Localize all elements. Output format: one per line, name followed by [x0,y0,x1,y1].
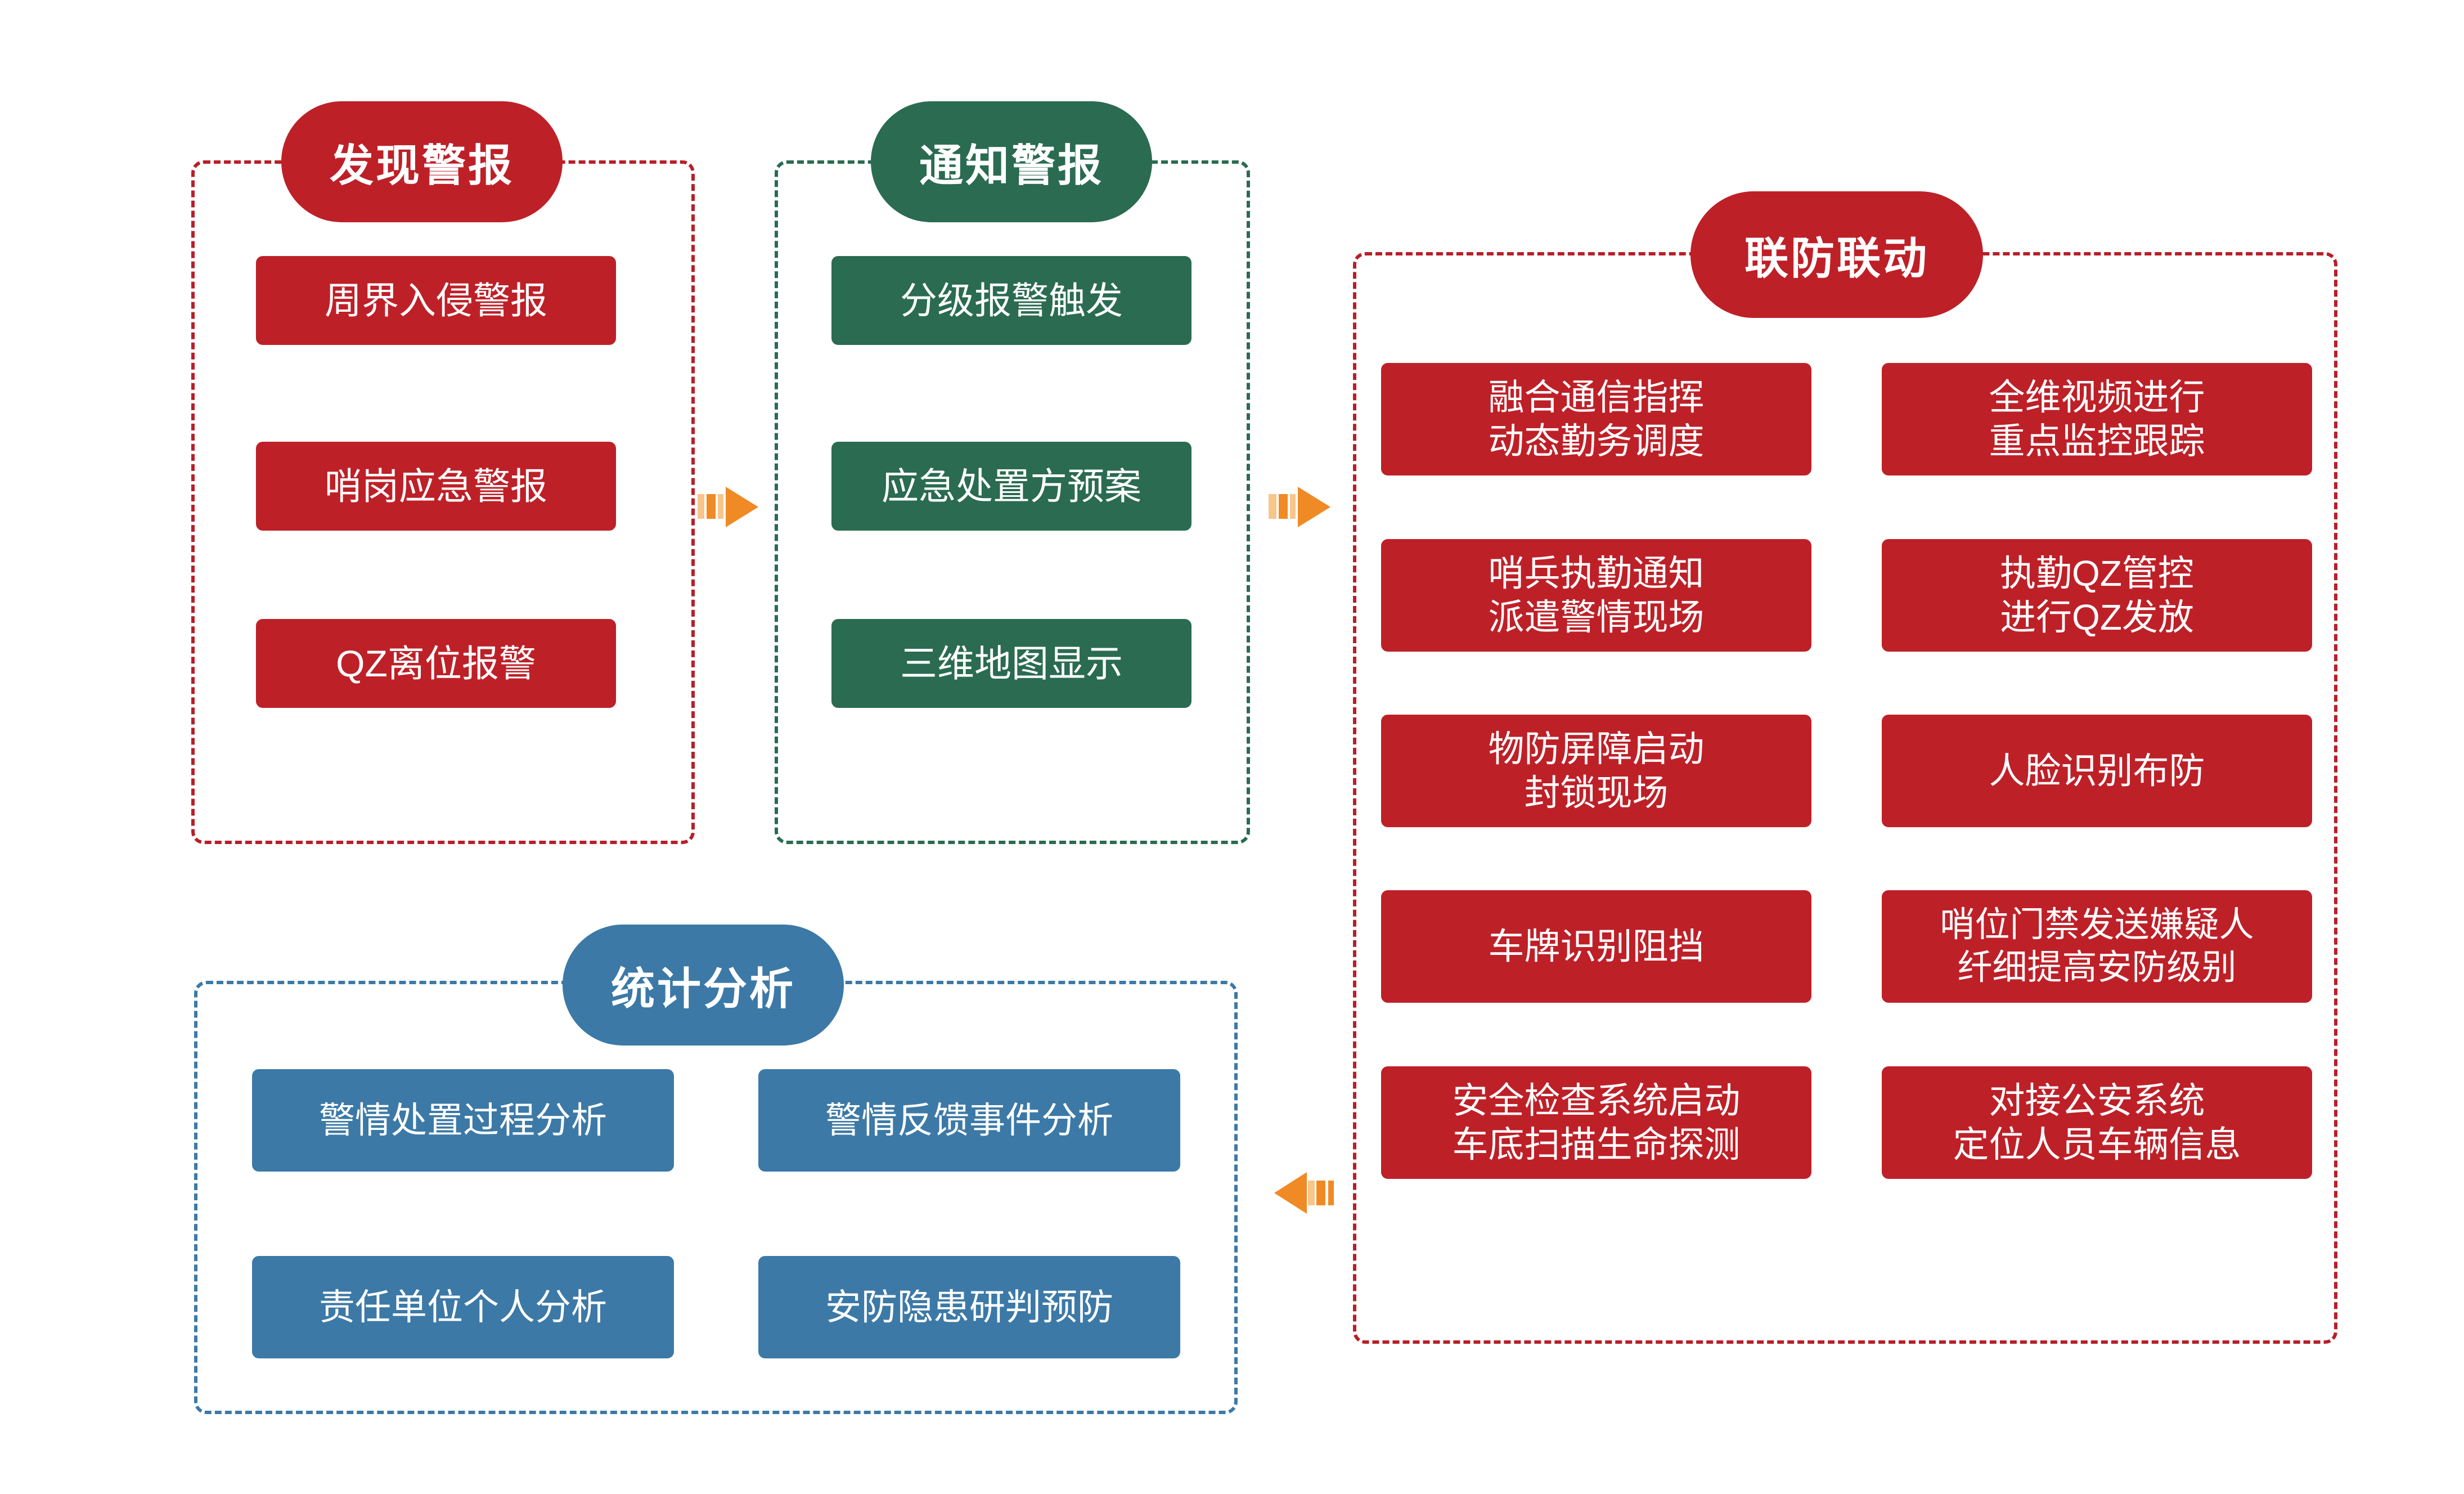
card-joint-right-4-line2: 定位人员车辆信息 [1953,1124,2241,1165]
card-discover-0[interactable]: 周界入侵警报 [256,256,616,345]
card-discover-1[interactable]: 哨岗应急警报 [256,442,616,531]
card-joint-right-4[interactable]: 对接公安系统 定位人员车辆信息 [1882,1066,2312,1179]
card-joint-left-4[interactable]: 安全检查系统启动 车底扫描生命探测 [1381,1066,1811,1179]
card-joint-left-0[interactable]: 融合通信指挥 动态勤务调度 [1381,363,1811,475]
card-notify-0-line1: 分级报警触发 [900,279,1123,321]
card-notify-2-line1: 三维地图显示 [900,642,1123,684]
card-joint-right-0-line1: 全维视频进行 [1989,376,2205,418]
card-joint-right-2-line1: 人脸识别布防 [1989,750,2205,791]
card-analysis-3-line1: 安防隐患研判预防 [825,1286,1113,1327]
card-joint-left-2-line1: 物防屏障启动 [1488,728,1705,769]
card-joint-left-4-line1: 安全检查系统启动 [1452,1080,1741,1121]
arrow-notify-to-joint [1269,475,1342,537]
card-joint-right-2[interactable]: 人脸识别布防 [1882,715,2312,827]
card-joint-left-1[interactable]: 哨兵执勤通知 派遣警情现场 [1381,539,1811,652]
panel-analysis-header-label: 统计分析 [610,963,795,1013]
panel-notify-header-label: 通知警报 [919,140,1104,190]
card-notify-2[interactable]: 三维地图显示 [831,619,1191,708]
card-joint-right-1-line2: 进行QZ发放 [2000,597,2194,638]
card-analysis-3[interactable]: 安防隐患研判预防 [758,1256,1180,1358]
card-joint-left-2-line2: 封锁现场 [1524,773,1669,813]
card-joint-left-0-line2: 动态勤务调度 [1488,421,1705,461]
card-joint-right-1-line1: 执勤QZ管控 [2000,553,2194,594]
card-joint-left-3-line1: 车牌识别阻挡 [1488,926,1705,967]
card-discover-1-line1: 哨岗应急警报 [325,465,547,507]
panel-discover-header: 发现警报 [281,101,563,222]
card-analysis-2[interactable]: 责任单位个人分析 [252,1256,674,1358]
arrow-joint-to-analysis [1274,1162,1347,1224]
card-analysis-2-line1: 责任单位个人分析 [319,1286,607,1327]
card-notify-1-line1: 应急处置方预案 [882,465,1141,507]
card-joint-right-3[interactable]: 哨位门禁发送嫌疑人 纤细提高安防级别 [1882,890,2312,1003]
card-joint-right-3-line1: 哨位门禁发送嫌疑人 [1940,905,2254,945]
card-joint-left-1-line2: 派遣警情现场 [1488,597,1705,638]
card-joint-left-0-line1: 融合通信指挥 [1488,376,1705,418]
card-analysis-0-line1: 警情处置过程分析 [319,1100,607,1141]
card-discover-2[interactable]: QZ离位报警 [256,619,616,708]
card-joint-left-1-line1: 哨兵执勤通知 [1488,553,1705,594]
panel-joint-header-label: 联防联动 [1744,233,1929,283]
card-joint-right-0[interactable]: 全维视频进行 重点监控跟踪 [1882,363,2312,475]
panel-analysis-header: 统计分析 [563,925,844,1046]
panel-notify-header: 通知警报 [871,101,1152,222]
card-analysis-1[interactable]: 警情反馈事件分析 [758,1069,1180,1172]
card-joint-right-1[interactable]: 执勤QZ管控 进行QZ发放 [1882,539,2312,652]
card-joint-left-2[interactable]: 物防屏障启动 封锁现场 [1381,715,1811,827]
card-discover-0-line1: 周界入侵警报 [325,279,547,321]
card-notify-0[interactable]: 分级报警触发 [831,256,1191,345]
card-joint-right-3-line2: 纤细提高安防级别 [1957,948,2237,987]
panel-joint-header: 联防联动 [1690,191,1983,318]
card-joint-right-0-line2: 重点监控跟踪 [1989,421,2205,461]
panel-discover-header-label: 发现警报 [329,140,514,190]
card-discover-2-line1: QZ离位报警 [336,642,536,684]
card-notify-1[interactable]: 应急处置方预案 [831,442,1191,531]
card-joint-right-4-line1: 对接公安系统 [1989,1080,2205,1121]
card-analysis-1-line1: 警情反馈事件分析 [825,1100,1113,1141]
arrow-discover-to-notify [695,475,768,537]
card-analysis-0[interactable]: 警情处置过程分析 [252,1069,674,1172]
card-joint-left-3[interactable]: 车牌识别阻挡 [1381,890,1811,1003]
card-joint-left-4-line2: 车底扫描生命探测 [1452,1124,1741,1165]
